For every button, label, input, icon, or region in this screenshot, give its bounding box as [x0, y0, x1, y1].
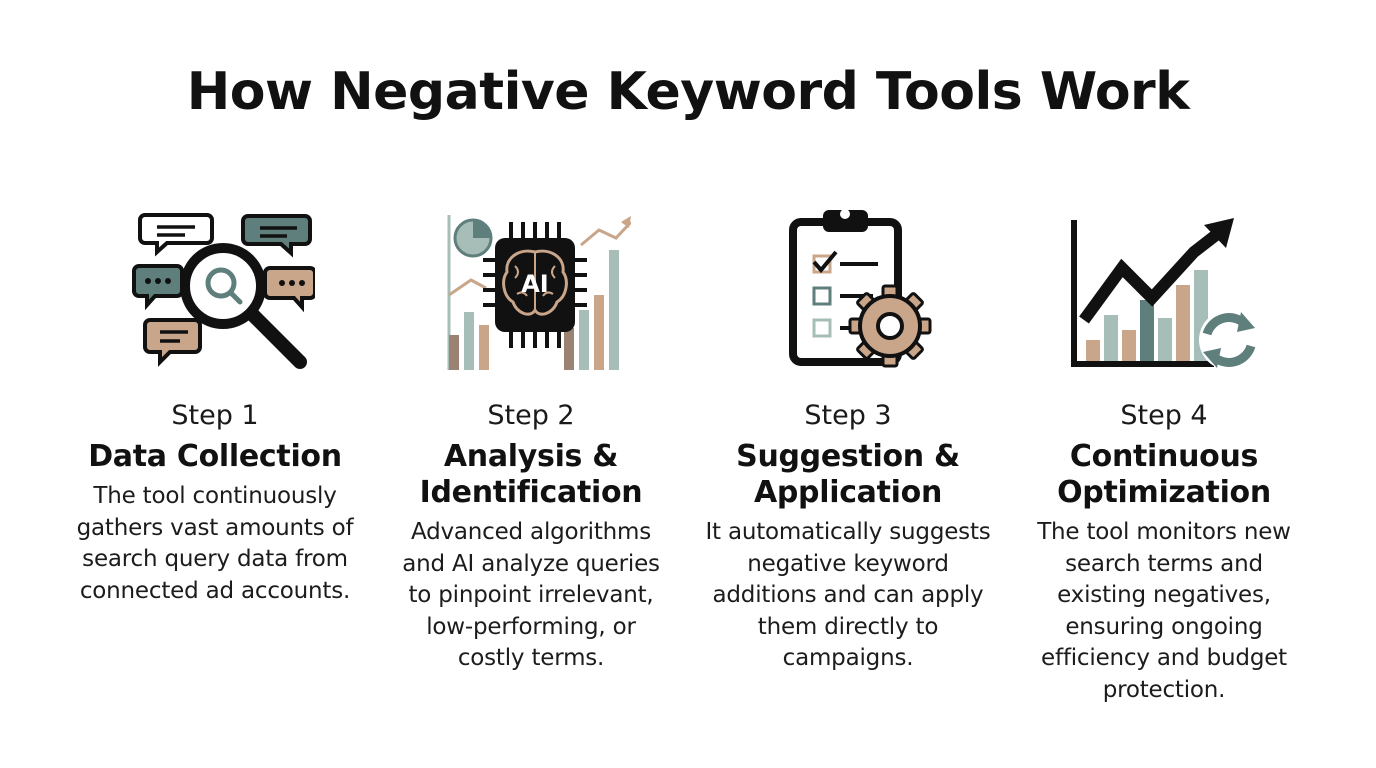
step-4: Step 4 Continuous Optimization The tool …: [1004, 200, 1324, 706]
step-number: Step 3: [804, 400, 892, 431]
step-2: AI Step 2 Analysis & Identification Adva…: [371, 200, 691, 675]
step-description: The tool continuously gathers vast amoun…: [76, 483, 354, 604]
clipboard-gear-icon: [789, 209, 932, 368]
ai-chip-chart-icon: AI: [447, 215, 631, 370]
page-title: How Negative Keyword Tools Work: [186, 62, 1190, 122]
step-name: Continuous Optimization: [1057, 439, 1271, 510]
step-3: Step 3 Suggestion & Application It autom…: [688, 200, 1008, 675]
step-number: Step 1: [171, 400, 259, 431]
step-name: Suggestion & Application: [736, 439, 960, 510]
magnifier-speech-bubbles-icon: [132, 213, 315, 369]
step-description: Advanced algorithms and AI analyze queri…: [402, 519, 660, 671]
growth-chart-refresh-icon: [1071, 218, 1259, 370]
step-description: The tool monitors new search terms and e…: [1037, 519, 1291, 703]
step-1: Step 1 Data Collection The tool continuo…: [55, 200, 375, 607]
step-number: Step 2: [487, 400, 575, 431]
step-name: Analysis & Identification: [419, 439, 643, 510]
chip-label: AI: [521, 270, 549, 298]
step-name: Data Collection: [88, 439, 342, 474]
step-description: It automatically suggests negative keywo…: [705, 519, 991, 671]
step-number: Step 4: [1120, 400, 1208, 431]
